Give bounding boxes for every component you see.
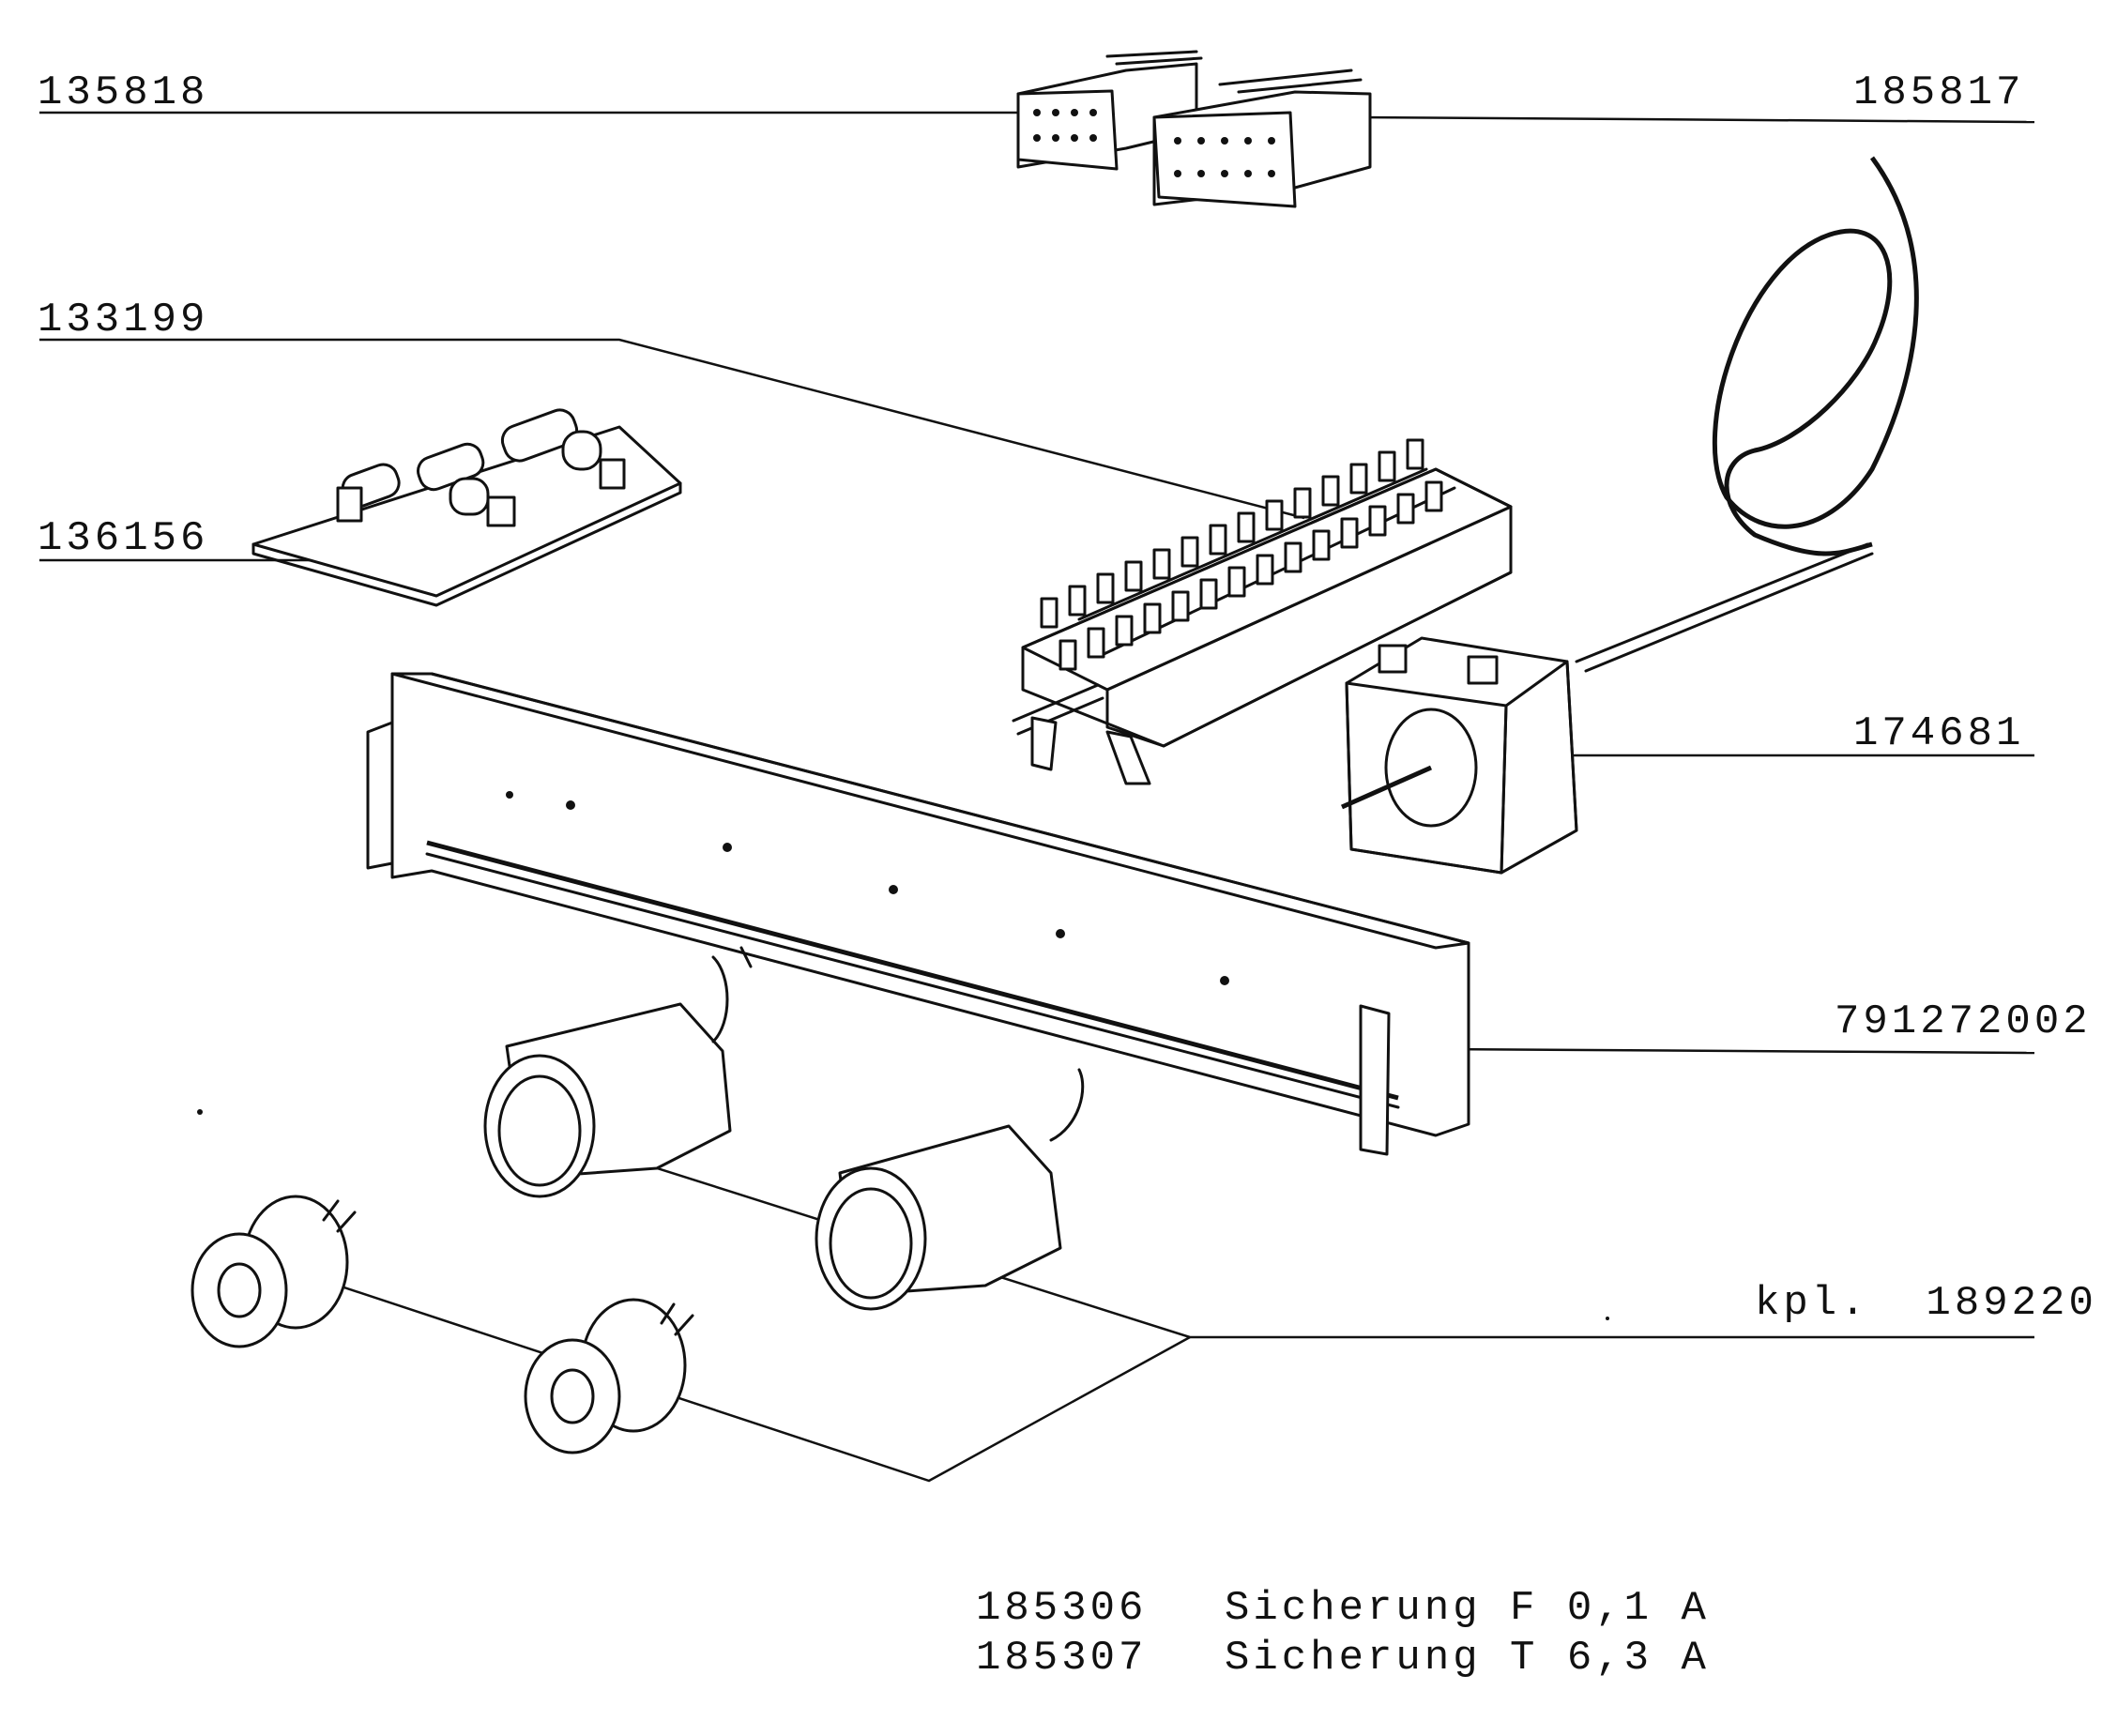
terminal-tab <box>1152 548 1171 580</box>
terminal-tab <box>1227 566 1246 598</box>
mounting-rail <box>366 672 1470 1156</box>
terminal-tab <box>1293 487 1312 519</box>
fuse-code: 185307 <box>976 1635 1147 1682</box>
terminal-tab <box>1058 639 1077 671</box>
terminal-tab <box>1096 572 1115 604</box>
terminal-tab <box>1424 480 1443 512</box>
terminal-tab <box>1068 585 1087 617</box>
callout-791272002: 791272002 <box>1835 998 2092 1045</box>
terminal-tab <box>1349 463 1368 495</box>
fuse-description: Sicherung F 0,1 A <box>1225 1585 1710 1632</box>
terminal-tab <box>1199 578 1218 610</box>
terminal-tab <box>1340 517 1359 549</box>
terminal-tab <box>1171 590 1190 622</box>
terminal-tab <box>1312 529 1331 561</box>
terminal-tab <box>1124 560 1143 592</box>
terminal-tab <box>1284 541 1302 573</box>
terminal-tab <box>1378 450 1396 482</box>
terminal-tab <box>1406 438 1424 470</box>
callout-133199: 133199 <box>38 297 208 343</box>
lamp-socket-2 <box>524 1298 694 1454</box>
terminal-tab <box>1209 524 1227 556</box>
circuit-board <box>251 408 682 607</box>
terminal-tab <box>1237 511 1256 543</box>
fuse-holder-2 <box>815 1068 1085 1311</box>
callout-135818: 135818 <box>38 69 208 116</box>
terminal-tab <box>1040 597 1058 629</box>
switch-block-tabs <box>1040 438 1443 671</box>
switch-block <box>1012 467 1513 785</box>
thermostat <box>1340 156 1919 875</box>
fuse-description: Sicherung T 6,3 A <box>1225 1635 1710 1682</box>
lamp-socket-1 <box>190 1195 357 1348</box>
terminal-tab <box>1396 493 1415 525</box>
fuse-list: 185306 Sicherung F 0,1 A 185307 Sicherun… <box>976 1585 1710 1682</box>
fuse-holder-1 <box>483 946 753 1198</box>
terminal-tab <box>1143 602 1162 634</box>
terminal-tab <box>1087 627 1105 659</box>
connector-plug-large <box>1152 69 1372 208</box>
terminal-tab <box>1265 499 1284 531</box>
terminal-tab <box>1256 554 1274 586</box>
leader-lines <box>39 111 2035 1483</box>
callout-189220: kpl. 189220 <box>1755 1280 2097 1327</box>
callout-136156: 136156 <box>38 515 208 562</box>
callout-185817: 185817 <box>1853 69 2024 116</box>
callout-174681: 174681 <box>1853 710 2024 757</box>
terminal-tab <box>1321 475 1340 507</box>
terminal-tab <box>1180 536 1199 568</box>
terminal-tab <box>1115 615 1134 647</box>
fuse-code: 185306 <box>976 1585 1147 1632</box>
connector-plug-small <box>1016 50 1203 171</box>
terminal-tab <box>1368 505 1387 537</box>
